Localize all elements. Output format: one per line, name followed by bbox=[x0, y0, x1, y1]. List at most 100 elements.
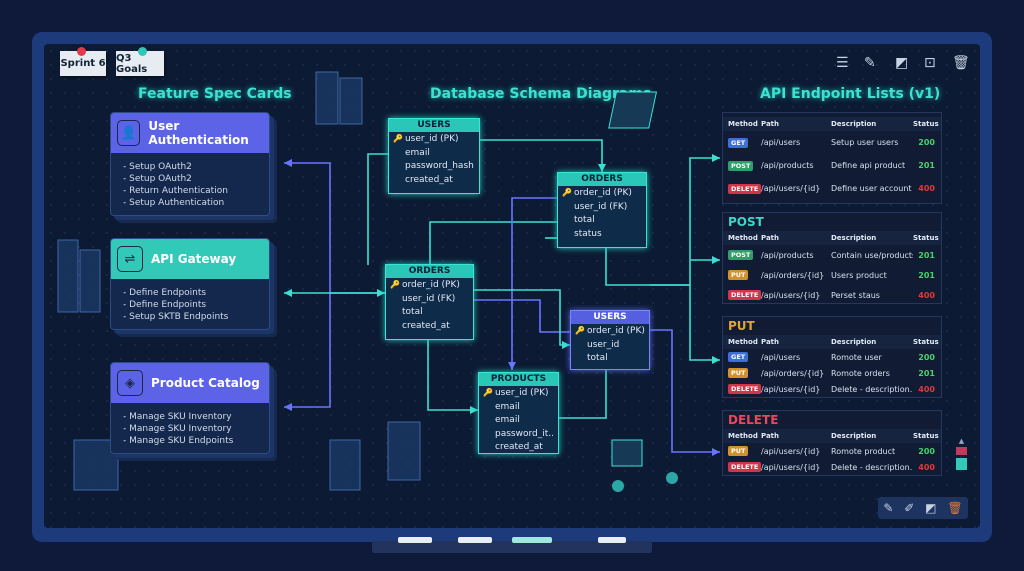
table-field: 🔑order_id (PK) bbox=[390, 280, 460, 290]
method-badge: POST bbox=[728, 250, 754, 260]
table-field: 🔑user_id (PK) bbox=[393, 134, 459, 144]
key-icon: 🔑 bbox=[390, 280, 400, 289]
pin-icon bbox=[77, 47, 86, 56]
db-table-orders[interactable]: ORDERS 🔑order_id (PK) user_id (FK) total… bbox=[557, 172, 647, 248]
pen-icon[interactable]: ✐ bbox=[904, 501, 915, 515]
eraser-icon[interactable]: ◩ bbox=[925, 501, 937, 515]
status-code: 201 bbox=[918, 270, 935, 280]
feature-item: Setup SKTB Endpoints bbox=[123, 311, 269, 323]
status-code: 400 bbox=[918, 290, 935, 300]
pen-icon[interactable]: ✎ bbox=[883, 501, 894, 515]
trash-icon[interactable]: 🗑 bbox=[947, 501, 963, 515]
feature-item: Manage SKU Inventory bbox=[123, 423, 269, 435]
table-field: created_at bbox=[495, 442, 543, 452]
table-field: user_id (FK) bbox=[402, 293, 456, 304]
gateway-icon: ⇌ bbox=[117, 246, 143, 272]
feature-item: Setup OAuth2 bbox=[123, 173, 269, 185]
feature-item: Setup OAuth2 bbox=[123, 161, 269, 173]
table-header: USERS bbox=[571, 311, 649, 324]
table-field: created_at bbox=[402, 320, 450, 331]
table-field: 🔑order_id (PK) bbox=[562, 188, 632, 198]
table-field: user_id (FK) bbox=[574, 201, 628, 212]
marker-4[interactable] bbox=[598, 537, 626, 543]
table-field: password_hash bbox=[405, 161, 474, 171]
feature-item: Return Authentication bbox=[123, 185, 269, 197]
method-badge: PUT bbox=[728, 446, 749, 456]
feature-card-product-catalog[interactable]: ◈ Product Catalog Manage SKU Inventory Ma… bbox=[110, 362, 270, 454]
db-table-users-2[interactable]: USERS 🔑order_id (PK) user_id total bbox=[570, 310, 650, 370]
table-header: PRODUCTS bbox=[479, 373, 558, 386]
key-icon: 🔑 bbox=[393, 134, 403, 143]
method-badge: POST bbox=[728, 160, 754, 171]
feature-card-api-gateway[interactable]: ⇌API Gateway Define Endpoints Define End… bbox=[110, 238, 270, 330]
method-badge: DELETE bbox=[728, 384, 762, 394]
status-code: 200 bbox=[918, 352, 935, 362]
pin-icon bbox=[138, 47, 147, 56]
scrollbar[interactable]: ▲ bbox=[956, 437, 967, 479]
feature-item: Define Endpoints bbox=[123, 299, 269, 311]
status-code: 200 bbox=[918, 446, 935, 456]
eraser-icon[interactable]: ◩ bbox=[895, 55, 909, 71]
status-code: 200 bbox=[918, 138, 935, 147]
table-field: email bbox=[405, 147, 430, 158]
scroll-segment bbox=[956, 447, 967, 455]
table-field: created_at bbox=[405, 174, 453, 185]
table-field: password_it.. bbox=[495, 428, 554, 439]
feature-card-title: Product Catalog bbox=[151, 376, 260, 390]
marker-2[interactable] bbox=[458, 537, 492, 543]
marker-1[interactable] bbox=[398, 537, 432, 543]
table-header: ORDERS bbox=[558, 173, 646, 186]
status-code: 201 bbox=[918, 368, 935, 378]
table-field: total bbox=[574, 215, 595, 225]
marker-3[interactable] bbox=[512, 537, 552, 543]
trash-icon[interactable]: 🗑 bbox=[952, 55, 970, 71]
api-panel-title: POST bbox=[728, 215, 764, 229]
server-rack-icon bbox=[57, 71, 421, 491]
key-icon: 🔑 bbox=[575, 326, 585, 335]
bottom-toolbar: ✎ ✐ ◩ 🗑 bbox=[878, 497, 968, 519]
endpoint-row[interactable]: DELETE/api/users/{id}Delete - descriptio… bbox=[723, 381, 941, 397]
feature-card-user-auth[interactable]: 👤User Authentication Setup OAuth2 Setup … bbox=[110, 112, 270, 216]
pen-icon[interactable]: ✎ bbox=[864, 55, 876, 71]
method-badge: GET bbox=[728, 137, 749, 148]
scroll-segment bbox=[956, 458, 967, 470]
database-schema-title: Database Schema Diagrams bbox=[430, 86, 652, 102]
method-badge: DELETE bbox=[728, 183, 762, 194]
table-field: total bbox=[587, 353, 608, 363]
status-code: 400 bbox=[918, 384, 935, 394]
list-icon[interactable]: ☰ bbox=[836, 55, 849, 71]
box-icon: ◈ bbox=[117, 370, 143, 396]
chevron-up-icon[interactable]: ▲ bbox=[958, 437, 965, 445]
db-table-orders-2[interactable]: ORDERS 🔑order_id (PK) user_id (FK) total… bbox=[385, 264, 474, 340]
endpoint-row[interactable]: DELETE/api/users/{id}Delete - descriptio… bbox=[723, 459, 941, 475]
method-badge: PUT bbox=[728, 368, 749, 378]
endpoint-row[interactable]: DELETE/api/users/{id}Define user account… bbox=[723, 177, 941, 200]
api-endpoints-title: API Endpoint Lists (v1) bbox=[760, 86, 941, 102]
table-header: USERS bbox=[389, 119, 479, 132]
marker-tray bbox=[372, 541, 652, 553]
chart-icon[interactable]: ⊡ bbox=[924, 55, 936, 71]
status-code: 201 bbox=[918, 250, 935, 260]
feature-card-title: User Authentication bbox=[148, 119, 249, 147]
method-badge: PUT bbox=[728, 270, 749, 280]
table-field: 🔑user_id (PK) bbox=[483, 388, 549, 398]
table-field: email bbox=[495, 401, 520, 412]
method-badge: DELETE bbox=[728, 290, 762, 300]
db-table-products[interactable]: PRODUCTS 🔑user_id (PK) email email passw… bbox=[478, 372, 559, 454]
method-badge: GET bbox=[728, 352, 749, 362]
db-table-users[interactable]: USERS 🔑user_id (PK) email password_hash … bbox=[388, 118, 480, 194]
feature-item: Manage SKU Inventory bbox=[123, 411, 269, 423]
